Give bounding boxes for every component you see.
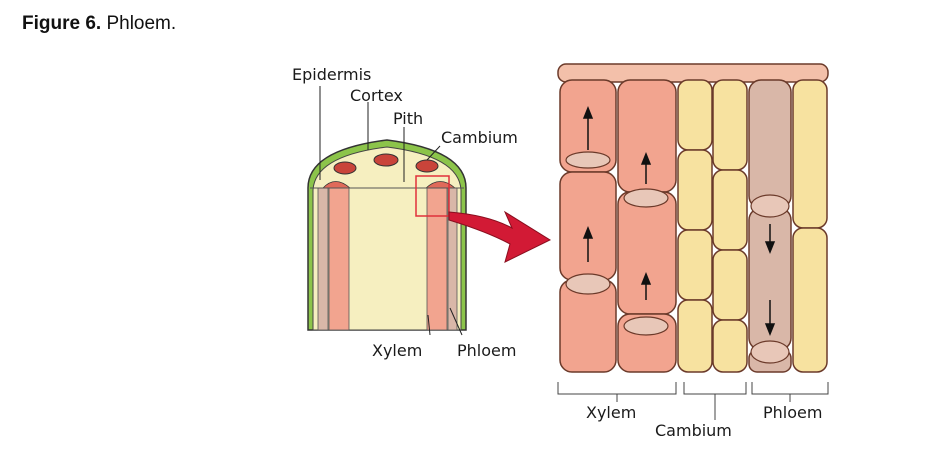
label-cambium: Cambium (441, 128, 518, 147)
figure-caption-text: Phloem. (101, 13, 177, 34)
flow-arrows (582, 105, 776, 337)
callout-arrow (448, 210, 552, 263)
sieve-plates (565, 151, 790, 364)
label-detail-cambium: Cambium (655, 421, 732, 440)
label-stem-xylem: Xylem (372, 341, 422, 360)
leader-lines (319, 86, 463, 336)
label-epidermis: Epidermis (292, 65, 371, 84)
label-detail-xylem: Xylem (586, 403, 636, 422)
label-pith: Pith (393, 109, 423, 128)
label-cortex: Cortex (350, 86, 403, 105)
label-stem-phloem: Phloem (457, 341, 516, 360)
stem-illustration (307, 139, 467, 331)
brackets (557, 382, 829, 420)
figure-caption: Figure 6. Phloem. (22, 13, 176, 35)
magnified-tissue (557, 63, 829, 373)
figure-caption-label: Figure 6. (22, 13, 102, 34)
label-detail-phloem: Phloem (763, 403, 822, 422)
